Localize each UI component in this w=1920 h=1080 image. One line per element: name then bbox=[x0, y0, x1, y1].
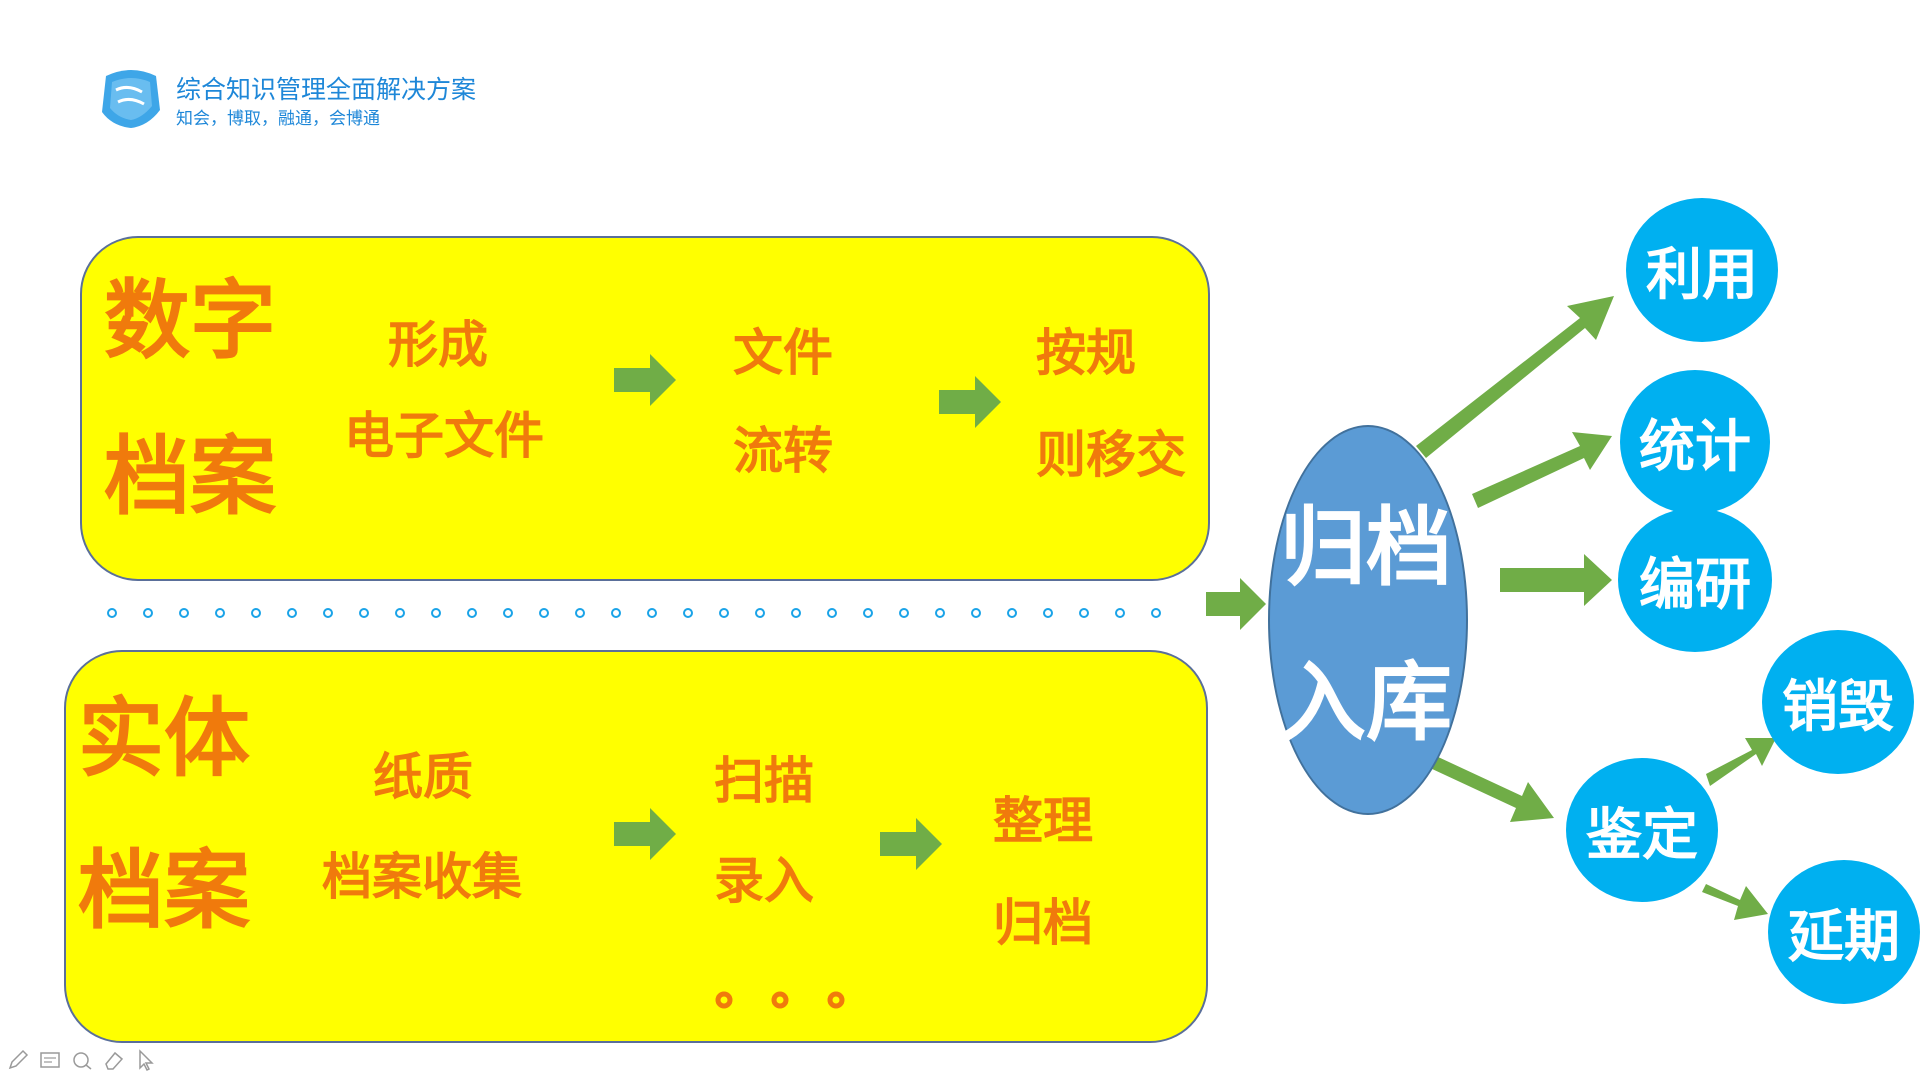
outcome-stats: 统计 bbox=[1620, 370, 1770, 514]
digital-step3-line2: 则移交 bbox=[1036, 426, 1186, 484]
digital-step2-line2: 流转 bbox=[733, 422, 833, 480]
outcome-destroy: 销毁 bbox=[1762, 630, 1914, 774]
arrow-to-stats bbox=[1472, 432, 1612, 508]
outcome-use: 利用 bbox=[1626, 198, 1778, 342]
physical-heading-line1: 实体 bbox=[78, 689, 250, 789]
archive-ellipse bbox=[1268, 425, 1468, 815]
digital-archive-panel bbox=[80, 236, 1210, 581]
outcome-extend: 延期 bbox=[1768, 860, 1920, 1004]
physical-step2-line1: 扫描 bbox=[714, 752, 814, 810]
outcome-compile: 编研 bbox=[1618, 508, 1772, 652]
separator-dots bbox=[107, 608, 1161, 618]
physical-step1-line1: 纸质 bbox=[373, 748, 473, 806]
physical-heading-line2: 档案 bbox=[78, 841, 250, 941]
digital-heading-line1: 数字 bbox=[104, 271, 276, 371]
physical-step3-line1: 整理 bbox=[993, 792, 1093, 850]
zoom-icon[interactable] bbox=[70, 1048, 94, 1072]
arrow-digital-1 bbox=[614, 354, 676, 406]
pen-icon[interactable] bbox=[6, 1048, 30, 1072]
arrow-to-destroy bbox=[1706, 738, 1776, 786]
header-subtitle: 知会，博取，融通，会博通 bbox=[176, 109, 380, 129]
slides-icon[interactable] bbox=[38, 1048, 62, 1072]
outcome-appraise: 鉴定 bbox=[1566, 758, 1718, 902]
pointer-icon[interactable] bbox=[134, 1048, 158, 1072]
arrow-digital-2 bbox=[939, 376, 1001, 428]
physical-step3-line2: 归档 bbox=[993, 894, 1093, 952]
arrow-physical-2 bbox=[880, 818, 942, 870]
continuation-dots bbox=[715, 991, 845, 1009]
eraser-icon[interactable] bbox=[102, 1048, 126, 1072]
arrow-to-archive bbox=[1206, 578, 1266, 630]
digital-step1-line2: 电子文件 bbox=[344, 407, 544, 465]
archive-line2: 入库 bbox=[1280, 653, 1452, 753]
slideshow-toolbar bbox=[6, 1048, 158, 1074]
digital-step1-line1: 形成 bbox=[388, 316, 488, 374]
arrow-to-appraise bbox=[1430, 756, 1554, 822]
digital-heading-line2: 档案 bbox=[104, 427, 276, 527]
physical-step1-line2: 档案收集 bbox=[322, 848, 522, 906]
digital-step3-line1: 按规 bbox=[1036, 324, 1136, 382]
physical-archive-panel bbox=[64, 650, 1208, 1043]
physical-step2-line2: 录入 bbox=[714, 852, 814, 910]
logo-icon bbox=[98, 66, 164, 130]
arrow-to-use bbox=[1416, 296, 1614, 458]
arrow-to-extend bbox=[1702, 884, 1768, 920]
digital-step2-line1: 文件 bbox=[733, 324, 833, 382]
header-title: 综合知识管理全面解决方案 bbox=[176, 75, 477, 104]
arrow-physical-1 bbox=[614, 808, 676, 860]
archive-line1: 归档 bbox=[1280, 498, 1452, 598]
arrow-to-compile bbox=[1500, 554, 1612, 606]
